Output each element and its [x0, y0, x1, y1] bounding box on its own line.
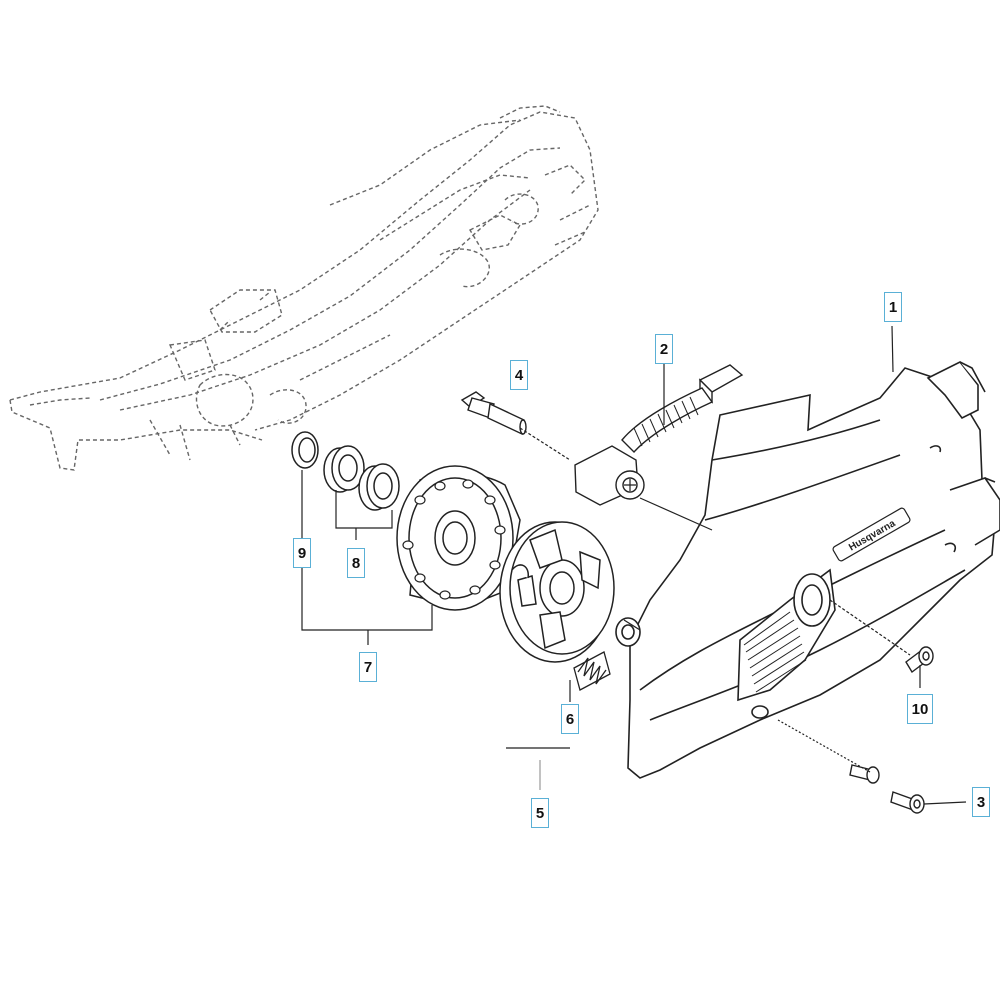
callout-part-9[interactable]: 9: [293, 538, 311, 568]
leader-5-pin: [623, 619, 641, 631]
clutch-part-5: [499, 521, 615, 663]
chainsaw-body-outline: [9, 105, 599, 471]
callout-part-10[interactable]: 10: [907, 694, 933, 724]
bearing-part-8-right: [358, 463, 400, 511]
callout-part-8[interactable]: 8: [347, 548, 365, 578]
callout-part-3[interactable]: 3: [972, 787, 990, 817]
screw-part-10: [905, 646, 934, 674]
chain-tensioner-part-2: [574, 364, 744, 506]
bearing-part-8-left: [323, 445, 365, 493]
leader-4-to-tensioner: [519, 427, 571, 461]
leader-3-upper-screw: [777, 719, 871, 773]
callout-part-5[interactable]: 5: [531, 798, 549, 828]
leader-10-to-cover: [829, 599, 911, 656]
callout-part-2[interactable]: 2: [655, 334, 673, 364]
callout-part-1[interactable]: 1: [884, 292, 902, 322]
stud-bolt-part-4: [460, 391, 527, 436]
callout-part-4[interactable]: 4: [510, 360, 528, 390]
screw-part-3-upper: [849, 764, 880, 784]
seal-ring-part-9: [291, 431, 319, 469]
callout-part-6[interactable]: 6: [561, 704, 579, 734]
leader-8-bracket: [335, 490, 393, 529]
screw-part-3-lower: [890, 791, 925, 814]
clutch-cover-part-1: Husqvarna: [615, 360, 1000, 779]
spring-part-6: [573, 651, 611, 691]
callout-part-7[interactable]: 7: [359, 652, 377, 682]
leader-2-to-cover: [639, 497, 713, 531]
leader-1: [891, 325, 894, 373]
clutch-drum-part-7: [396, 465, 521, 611]
leader-3: [923, 801, 967, 805]
leader-lines: [301, 325, 967, 805]
